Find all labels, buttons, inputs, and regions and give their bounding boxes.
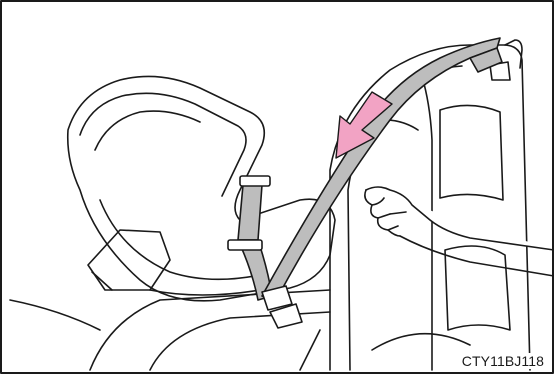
- vehicle-seat-back: [330, 40, 530, 370]
- figure-code: CTY11BJ118: [460, 353, 546, 369]
- lap-belt: [228, 176, 272, 300]
